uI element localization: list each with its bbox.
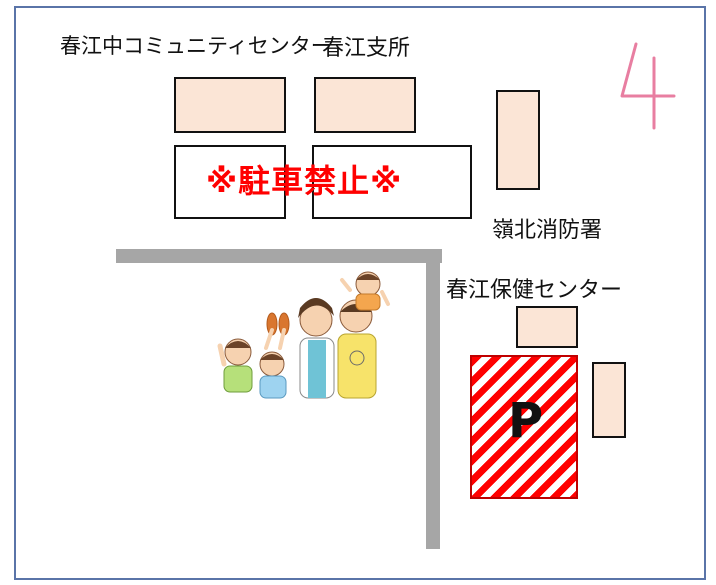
- family-cheering-illustration: [217, 271, 390, 399]
- no-parking-area-left: [174, 145, 286, 219]
- label-community-center: 春江中コミュニティセンター: [60, 34, 332, 58]
- road-horizontal: [116, 249, 442, 263]
- label-fire-station: 嶺北消防署: [492, 218, 603, 243]
- road-vertical: [426, 249, 440, 549]
- no-parking-area-right: [312, 145, 472, 219]
- health-center-annex-building: [592, 362, 626, 438]
- label-branch-office: 春江支所: [322, 36, 411, 61]
- no-parking-label: ※駐車禁止※: [206, 162, 403, 200]
- health-center-building: [516, 306, 578, 348]
- parking-lot: P: [470, 355, 578, 499]
- parking-symbol: P: [508, 393, 544, 449]
- label-health-center: 春江保健センター: [446, 278, 623, 303]
- branch-office-building: [314, 77, 416, 133]
- handwritten-number-4: [620, 42, 676, 130]
- fire-station-building: [496, 90, 540, 190]
- community-center-building: [174, 77, 286, 133]
